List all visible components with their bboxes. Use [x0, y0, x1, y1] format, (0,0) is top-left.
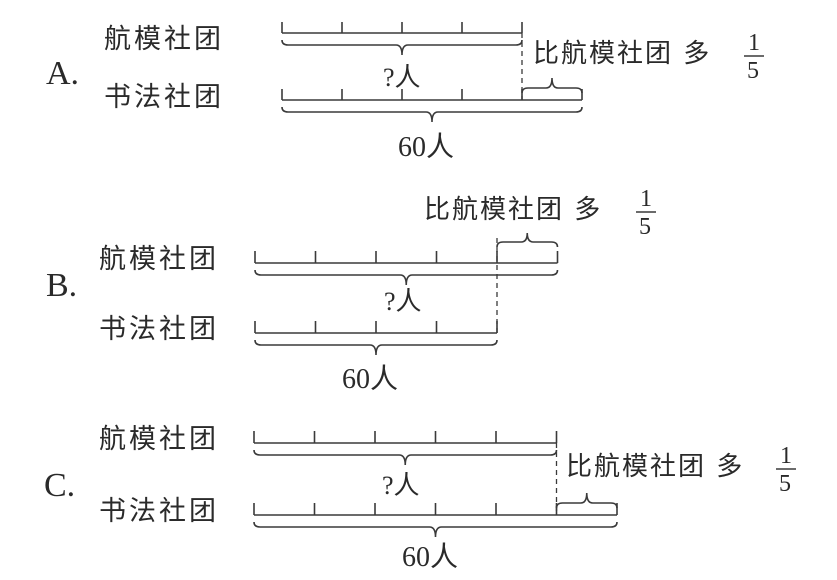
fraction-denominator: 5	[639, 214, 651, 240]
bottom-total-brace	[254, 339, 498, 356]
extra-label: 比航模社团 多	[424, 195, 602, 225]
bottom-total-brace	[281, 106, 583, 123]
bottom-total-brace	[253, 521, 618, 538]
extra-label: 比航模社团 多	[533, 39, 711, 69]
bottom-brace-label: 60人	[398, 132, 454, 163]
bars	[281, 22, 583, 123]
top-brace-label: ?人	[383, 63, 421, 92]
fraction-denominator: 5	[779, 471, 791, 497]
bars	[253, 431, 618, 538]
top-total-brace	[254, 269, 559, 286]
extra-part-brace	[555, 492, 618, 509]
extra-part-brace	[496, 232, 559, 248]
top-total-brace	[281, 39, 523, 56]
extra-part-brace	[521, 77, 583, 94]
bars	[254, 232, 559, 356]
option-b: B. 航模社团 书法社团 ?人 60人 比航模社团 多 1 5	[46, 186, 656, 395]
option-letter: C.	[44, 467, 75, 504]
top-bar-label: 航模社团	[99, 424, 219, 455]
option-a: A. 航模社团 书法社团 ?人 60人 比航模社团 多 1 5	[46, 22, 764, 163]
option-letter: B.	[46, 267, 77, 304]
bottom-bar-label: 书法社团	[99, 314, 219, 345]
top-brace-label: ?人	[384, 287, 422, 316]
extra-label: 比航模社团 多	[566, 452, 744, 482]
bottom-brace-label: 60人	[402, 542, 458, 573]
fraction-numerator: 1	[640, 186, 652, 212]
fraction-denominator: 5	[747, 58, 759, 84]
bottom-bar-label: 书法社团	[104, 82, 224, 113]
top-bar-label: 航模社团	[104, 24, 224, 55]
top-brace-label: ?人	[382, 471, 420, 500]
bottom-brace-label: 60人	[342, 364, 398, 395]
fraction-numerator: 1	[780, 443, 792, 469]
bottom-bar-label: 书法社团	[99, 496, 219, 527]
top-total-brace	[253, 449, 558, 466]
option-letter: A.	[46, 55, 79, 92]
top-bar-label: 航模社团	[99, 244, 219, 275]
option-c: C. 航模社团 书法社团 ?人 60人 比航模社团 多 1 5	[44, 424, 796, 573]
fraction-numerator: 1	[748, 30, 760, 56]
